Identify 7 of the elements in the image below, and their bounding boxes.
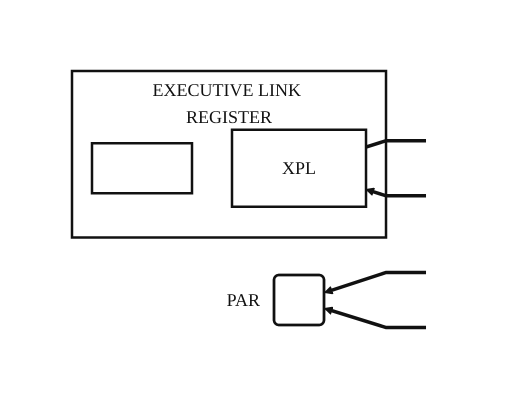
node-box <box>91 142 194 194</box>
arrow <box>324 270 426 294</box>
arrow <box>366 187 426 197</box>
connector <box>366 138 426 148</box>
register-label: PAR <box>227 290 260 310</box>
node-box: XPL <box>231 128 368 208</box>
arrow <box>324 306 426 329</box>
